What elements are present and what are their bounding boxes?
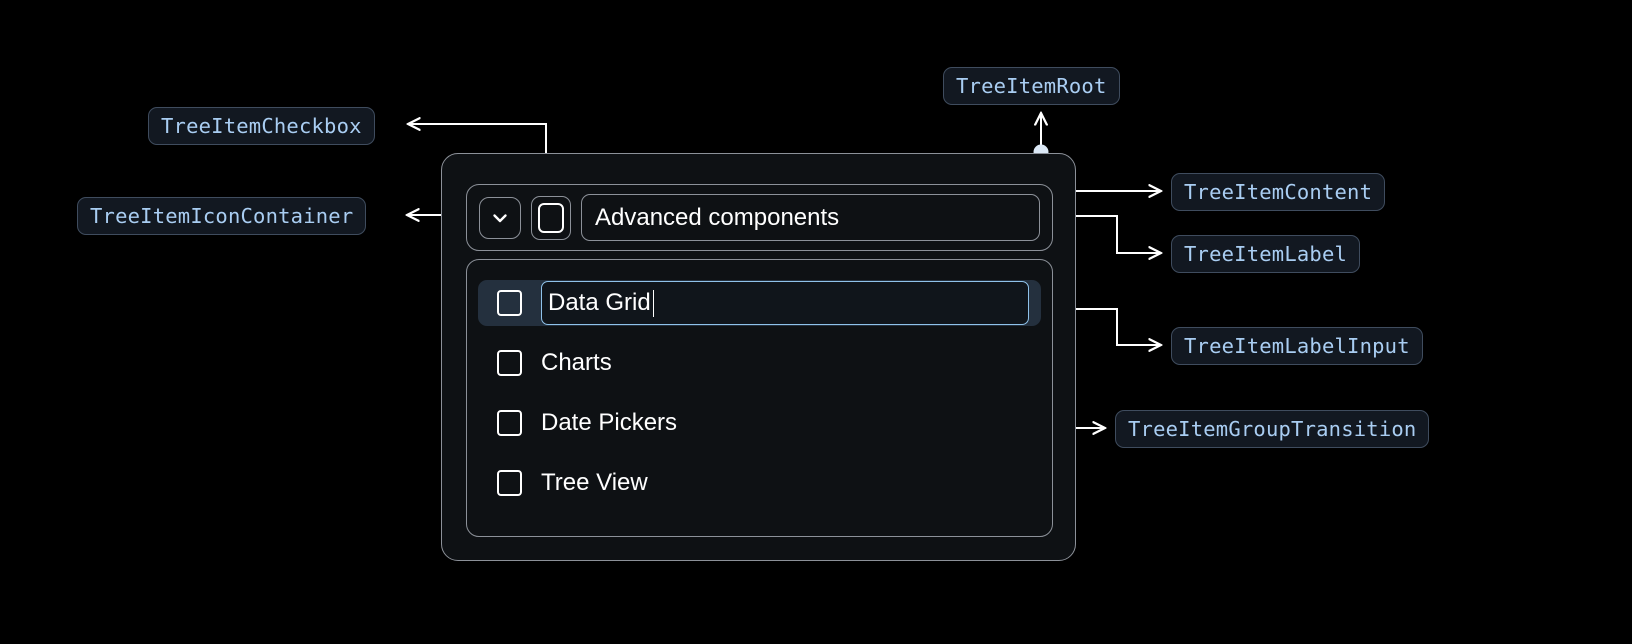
text-caret: [652, 289, 655, 317]
annotation-chip-treeitemcontent[interactable]: TreeItemContent: [1171, 173, 1386, 211]
tree-item-label: Date Pickers: [541, 409, 678, 436]
tree-item-checkbox[interactable]: [497, 410, 522, 436]
tree-item-checkbox[interactable]: [497, 350, 522, 376]
tree-item-group-transition: Data Grid Charts Date Pickers Tree View: [466, 259, 1053, 537]
tree-item-label: Tree View: [541, 469, 648, 496]
annotation-chip-treeitemiconcontainer[interactable]: TreeItemIconContainer: [77, 197, 367, 235]
tree-item-label-input[interactable]: Data Grid: [541, 281, 1029, 325]
checkbox-box: [538, 202, 564, 233]
tree-item-label[interactable]: Advanced components: [581, 194, 1040, 241]
tree-child-row-tree-view[interactable]: Tree View: [478, 460, 1041, 506]
annotation-chip-treeitemcheckbox[interactable]: TreeItemCheckbox: [148, 107, 375, 145]
annotation-chip-treeitemlabelinput[interactable]: TreeItemLabelInput: [1171, 327, 1423, 365]
annotation-chip-treeitemlabel[interactable]: TreeItemLabel: [1171, 235, 1361, 273]
tree-item-content[interactable]: Advanced components: [466, 184, 1053, 251]
tree-item-root[interactable]: Advanced components Data Grid Charts Dat: [441, 153, 1076, 561]
tree-child-row-data-grid[interactable]: Data Grid: [478, 280, 1041, 326]
tree-item-label: Charts: [541, 349, 612, 376]
tree-item-label-text: Advanced components: [595, 203, 840, 231]
tree-item-checkbox[interactable]: [497, 290, 522, 316]
tree-children-list: Data Grid Charts Date Pickers Tree View: [467, 280, 1052, 520]
tree-item-icon-container[interactable]: [479, 196, 521, 239]
annotation-chip-treeitemgrouptransition[interactable]: TreeItemGroupTransition: [1115, 410, 1430, 448]
tree-item-label-input-value: Data Grid: [548, 289, 651, 316]
chevron-down-icon: [493, 213, 507, 222]
tree-child-row-charts[interactable]: Charts: [478, 340, 1041, 386]
annotation-chip-treeitemroot[interactable]: TreeItemRoot: [943, 67, 1120, 105]
tree-item-checkbox[interactable]: [497, 470, 522, 496]
tree-item-checkbox[interactable]: [531, 195, 571, 240]
tree-child-row-date-pickers[interactable]: Date Pickers: [478, 400, 1041, 446]
